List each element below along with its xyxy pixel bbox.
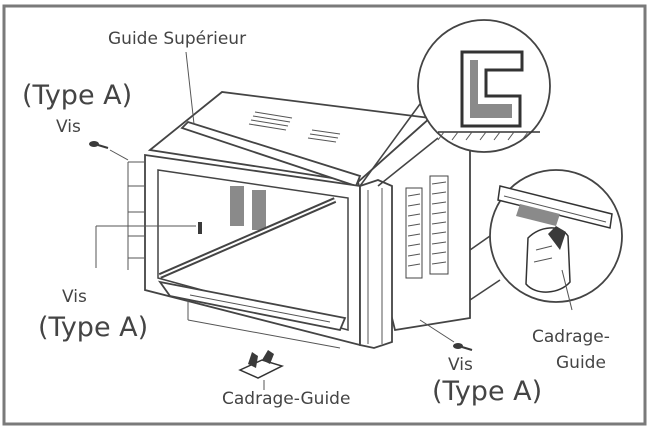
top-vent-right <box>307 129 341 143</box>
label-cadrage-guide-bottom: Cadrage-Guide <box>222 389 350 409</box>
side-louvers <box>405 175 449 279</box>
label-cadrage-right-line1: Cadrage- <box>532 327 610 347</box>
magnified-view-top <box>359 19 551 187</box>
label-guide-superieur: Guide Supérieur <box>108 29 246 49</box>
label-vis-top-left: Vis <box>56 117 81 137</box>
label-type-a-top-left: (Type A) <box>22 80 132 111</box>
bottom-rail <box>157 280 347 332</box>
top-vent-left <box>248 111 293 131</box>
diagram-border <box>2 4 647 426</box>
inner-vent-left <box>230 186 244 226</box>
screw-icon-bottom-right <box>453 343 473 351</box>
upper-guide-rail <box>180 120 362 188</box>
label-vis-bottom-right: Vis <box>448 355 473 375</box>
label-cadrage-right-line2: Guide <box>556 353 606 373</box>
label-vis-mid-left: Vis <box>62 287 87 307</box>
magnified-view-right <box>469 169 623 303</box>
screw-icon-top-left <box>89 141 109 149</box>
screw-icon-mid-left <box>198 222 202 234</box>
left-screw-guides <box>127 161 146 270</box>
inner-vent-right <box>252 190 266 230</box>
label-type-a-mid-left: (Type A) <box>38 312 148 343</box>
side-flange <box>359 179 393 349</box>
cadrage-guide-clip-icon <box>238 350 285 379</box>
label-type-a-bottom-right: (Type A) <box>432 376 542 407</box>
